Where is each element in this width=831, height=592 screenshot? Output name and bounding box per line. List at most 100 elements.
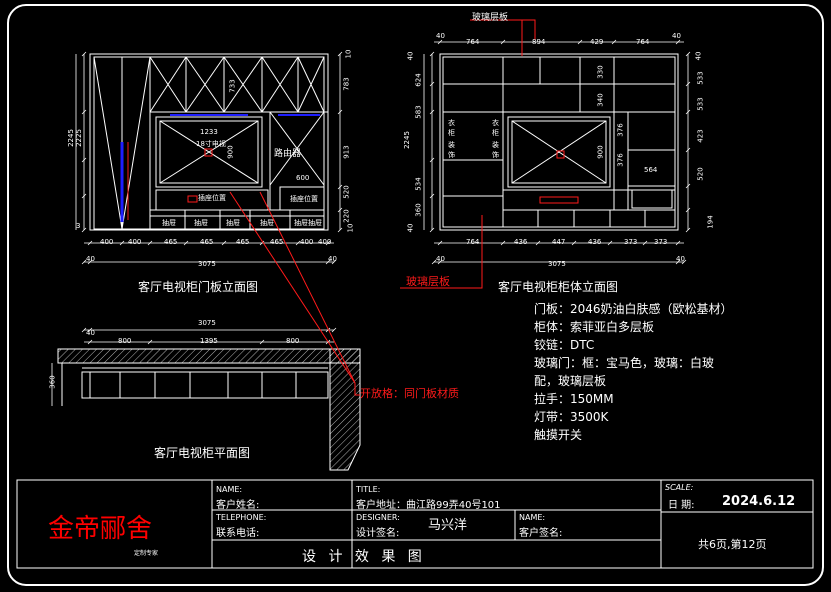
dim-elev1-right-3: 520: [342, 185, 351, 199]
dim-elev2-left-2: 624: [414, 73, 423, 87]
dimension-tick: [147, 339, 153, 345]
dim-elev2-top-2: 894: [532, 38, 546, 46]
dimension-tick: [259, 240, 265, 246]
tv-marker-red-2: [556, 150, 565, 159]
dim-elev2-zero-right: 40: [676, 255, 685, 263]
dim-elev1-right-5: 10: [346, 223, 355, 233]
customer-cn-label: 客户签名:: [519, 528, 563, 539]
dimension-tick: [675, 240, 681, 246]
dimension-tick: [87, 339, 93, 345]
dim-elev1-bottom-5: 465: [270, 238, 284, 246]
dimension-tick: [577, 39, 583, 45]
dimension-tick: [87, 327, 93, 333]
box-marker-red-2: [539, 196, 579, 204]
dimension-tick: [611, 39, 617, 45]
label-elev2-side-left-1: 柜: [448, 129, 455, 137]
dim-elev2-zero-left: 40: [436, 255, 445, 263]
dim-elev1-right-1: 783: [342, 77, 351, 91]
caption-door-elevation: 客厅电视柜门板立面图: [138, 280, 259, 294]
dimension-tick: [337, 207, 343, 213]
dim-elev2-top-5: 40: [672, 32, 681, 40]
dim-elev2-left-3: 583: [414, 105, 423, 119]
dim-elev1-bottom-3: 465: [200, 238, 214, 246]
label-elev1-drawer-3: 抽屉: [260, 219, 274, 227]
label-elev2-side-left-2: 装: [448, 141, 455, 149]
dimension-tick: [81, 157, 87, 163]
dimension-tick: [431, 259, 437, 265]
date-value: 2024.6.12: [722, 494, 796, 509]
dim-elev2-left-5: 360: [414, 203, 423, 217]
dimension-lines: [51, 41, 689, 406]
label-elev1-box2: 插座位置: [290, 195, 318, 203]
dimension-tick: [685, 81, 691, 87]
dim-elev1-bottom-1: 400: [128, 238, 142, 246]
dimension-tick: [429, 81, 435, 87]
designer-cn-label: 设计签名:: [356, 528, 400, 539]
sheet-title: 设 计 效 果 图: [302, 549, 426, 565]
dimension-tick: [500, 240, 506, 246]
red-leaders: [229, 19, 536, 396]
dimension-tick: [437, 259, 443, 265]
dim-elev2-top-3: 429: [590, 38, 604, 46]
dim-elev1-inner-2: 600: [296, 174, 310, 182]
callout-open-cell: 开放格：同门板材质: [360, 387, 459, 400]
dimension-tick: [571, 240, 577, 246]
dimension-tick: [183, 240, 189, 246]
dim-elev1-total: 3075: [198, 260, 216, 268]
spec-hinge: 铰链：DTC: [534, 338, 595, 352]
dim-elev2-top-0: 40: [436, 32, 445, 40]
spec-glass-door: 玻璃门：框：宝马色，玻璃：白玻: [534, 356, 715, 370]
dim-plan-part-2: 800: [286, 337, 300, 345]
client-address: 客户地址：曲江路99弄40号101: [356, 500, 501, 511]
label-elev1-router: 路由器: [274, 149, 302, 159]
dimension-tick: [331, 327, 337, 333]
dim-elev2-bottom-5: 373: [654, 238, 668, 246]
label-elev1-drawer-2: 抽屉: [226, 219, 240, 227]
dim-elev1-left-2: 3: [76, 222, 81, 230]
dimension-tick: [81, 51, 87, 57]
dim-plan-total: 3075: [198, 319, 216, 327]
label-elev2-side-right-1: 柜: [492, 129, 499, 137]
dimension-tick: [87, 259, 93, 265]
dimension-tick: [429, 51, 435, 57]
dim-elev2-left-1: 2245: [402, 131, 411, 149]
date-label: 日 期:: [668, 500, 695, 511]
dimension-tick: [685, 207, 691, 213]
label-elev1-drawer-5: 抽屉: [308, 219, 322, 227]
dim-elev2-mid-0: 330: [596, 65, 605, 79]
dim-elev2-right-3: 423: [696, 129, 705, 143]
scale-label: SCALE:: [665, 483, 694, 492]
dimension-tick: [685, 227, 691, 233]
dim-elev2-mid-4: 900: [596, 145, 605, 159]
title-block: [16, 479, 814, 569]
dim-elev1-left-1: 2225: [74, 129, 83, 147]
dimension-tick: [429, 193, 435, 199]
dimension-tick: [437, 39, 443, 45]
dim-elev1-bottom-0: 400: [100, 238, 114, 246]
dimension-tick: [325, 240, 331, 246]
label-elev2-side-right-3: 饰: [492, 151, 499, 159]
dimension-tick: [429, 109, 435, 115]
elevation-door-panels: [89, 53, 329, 231]
spec-light: 灯带：3500K: [534, 410, 609, 424]
dimension-tick: [81, 259, 87, 265]
dimension-tick: [331, 259, 337, 265]
dim-elev1-zero-left: 40: [86, 255, 95, 263]
dimension-tick: [337, 51, 343, 57]
dimension-tick: [325, 259, 331, 265]
dim-elev1-bottom-4: 465: [236, 238, 250, 246]
dim-elev1-right-2: 913: [342, 145, 351, 159]
dimension-tick: [295, 240, 301, 246]
spec-handle: 拉手：150MM: [534, 392, 614, 406]
dimension-tick: [500, 39, 506, 45]
page-count: 共6页,第12页: [698, 538, 767, 551]
dimension-tick: [685, 183, 691, 189]
dimension-tick: [337, 109, 343, 115]
caption-carcass-elevation: 客厅电视柜柜体立面图: [498, 280, 619, 294]
dim-elev2-bottom-3: 436: [588, 238, 602, 246]
dim-elev2-mid-1: 340: [596, 93, 605, 107]
dimension-tick: [675, 39, 681, 45]
sheet-border: [7, 4, 824, 586]
dimension-tick: [147, 240, 153, 246]
